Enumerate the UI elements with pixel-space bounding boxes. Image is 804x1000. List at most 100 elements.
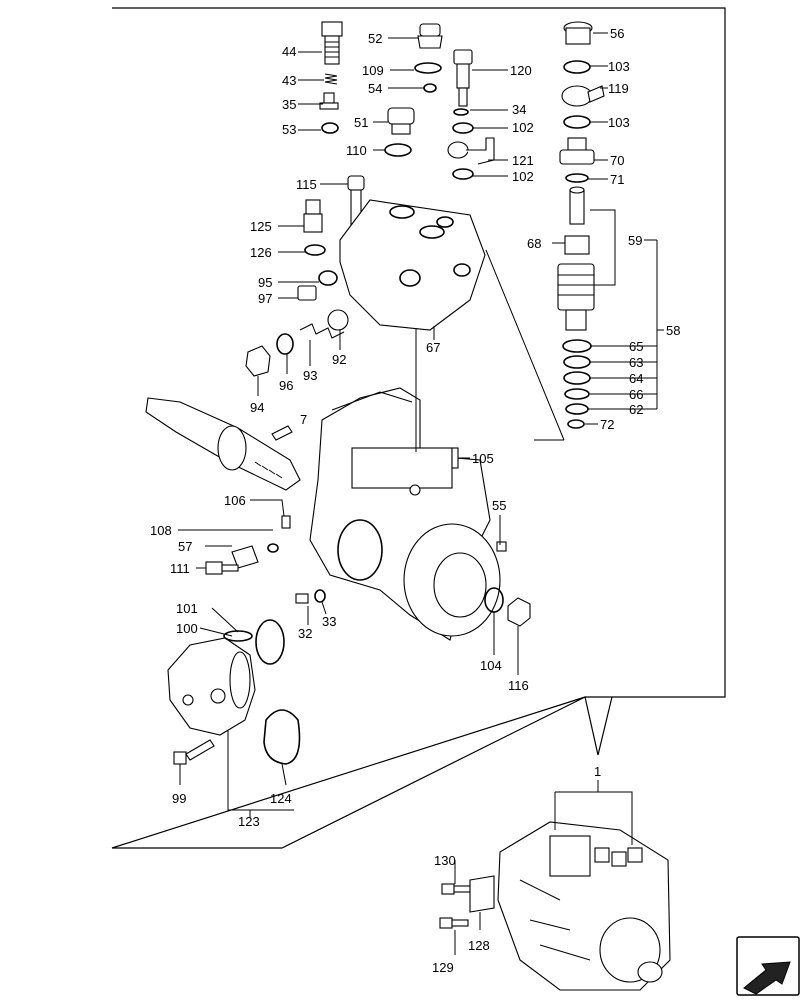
part-32-screw: [295, 593, 309, 604]
part-92-sleeve: [327, 309, 349, 331]
leader-lines: [178, 32, 664, 955]
callout-56: 56: [610, 26, 624, 41]
callout-108: 108: [150, 523, 172, 538]
callout-103a: 103: [608, 59, 630, 74]
callout-116: 116: [508, 678, 529, 693]
part-66-ring: [564, 388, 590, 400]
part-plunger-barrel: [557, 263, 595, 331]
part-109-oring: [414, 62, 442, 74]
part-102-washer-bottom: [452, 168, 474, 180]
callout-72: 72: [600, 417, 614, 432]
part-71-oring: [565, 173, 589, 183]
part-pump-housing: [309, 387, 501, 641]
part-124-gasket: [263, 709, 301, 765]
callout-106: 106: [224, 493, 246, 508]
callout-34: 34: [512, 102, 526, 117]
callout-93: 93: [303, 368, 317, 383]
callout-57: 57: [178, 539, 192, 554]
callout-124: 124: [270, 791, 292, 806]
callout-102a: 102: [512, 120, 534, 135]
callout-70: 70: [610, 153, 624, 168]
callout-103b: 103: [608, 115, 630, 130]
part-95-washer: [318, 270, 338, 286]
callout-62: 62: [629, 402, 643, 417]
callout-67: 67: [426, 340, 440, 355]
callout-120: 120: [510, 63, 532, 78]
part-drive-shaft: [145, 397, 301, 491]
callout-71: 71: [610, 172, 624, 187]
part-96-gasket: [276, 333, 294, 355]
callout-128: 128: [468, 938, 490, 953]
part-129-bolt: [439, 917, 469, 929]
callout-35: 35: [282, 97, 296, 112]
callout-55: 55: [492, 498, 506, 513]
callout-44: 44: [282, 44, 296, 59]
part-126-washer: [304, 244, 326, 256]
callout-59: 59: [628, 233, 642, 248]
part-33-washer: [314, 589, 326, 603]
callout-121: 121: [512, 153, 534, 168]
callout-63: 63: [629, 355, 643, 370]
part-101-oring: [255, 619, 285, 665]
next-page-arrow-icon: [743, 961, 791, 995]
part-52-plug: [417, 23, 443, 49]
callout-115: 115: [296, 177, 317, 192]
part-53-washer: [321, 122, 339, 134]
part-59-delivery-valve: [569, 186, 585, 225]
callout-53: 53: [282, 122, 296, 137]
part-feed-pump: [167, 637, 256, 736]
callout-92: 92: [332, 352, 346, 367]
part-119-banjo: [561, 85, 605, 107]
part-72-washer: [567, 419, 585, 429]
callout-54: 54: [368, 81, 382, 96]
next-page-button[interactable]: [736, 936, 800, 996]
part-57-plate: [231, 545, 259, 569]
part-56-plug: [563, 21, 593, 45]
callout-104: 104: [480, 658, 502, 673]
part-94-plug: [245, 345, 271, 377]
callout-32: 32: [298, 626, 312, 641]
part-106-pin: [281, 515, 291, 529]
callout-58: 58: [666, 323, 680, 338]
callout-119: 119: [608, 81, 629, 96]
part-108-oring: [267, 543, 279, 553]
callout-51: 51: [354, 115, 368, 130]
callout-130: 130: [434, 853, 456, 868]
callout-43: 43: [282, 73, 296, 88]
diagram-frame: [111, 7, 726, 849]
callout-101: 101: [176, 601, 198, 616]
part-67-hydraulic-head: [339, 199, 486, 331]
part-93-spring: [299, 323, 345, 339]
part-100-oring: [223, 630, 253, 642]
part-35-valve: [319, 92, 339, 110]
callout-129: 129: [432, 960, 454, 975]
callout-111: 111: [170, 561, 190, 576]
part-120-screw: [453, 49, 473, 107]
part-121-banjo: [447, 137, 495, 165]
part-44-fitting: [321, 21, 343, 65]
part-34-oring: [453, 108, 469, 116]
callout-66: 66: [629, 387, 643, 402]
part-128-bracket: [469, 875, 495, 913]
callout-1: 1: [594, 764, 601, 779]
callout-7: 7: [300, 412, 307, 427]
callout-95: 95: [258, 275, 272, 290]
part-55-plug: [496, 541, 507, 552]
callout-96: 96: [279, 378, 293, 393]
callout-110: 110: [346, 143, 367, 158]
callout-105: 105: [472, 451, 494, 466]
part-125-fitting: [303, 199, 323, 233]
callout-102b: 102: [512, 169, 534, 184]
part-97-plug: [297, 285, 317, 301]
callout-100: 100: [176, 621, 198, 636]
part-116-nut: [507, 597, 531, 627]
callout-97: 97: [258, 291, 272, 306]
part-70-holder: [559, 137, 595, 165]
assembled-pump-view: [497, 821, 671, 991]
part-99-bolt: [173, 739, 215, 765]
callout-109: 109: [362, 63, 384, 78]
callout-94: 94: [250, 400, 264, 415]
part-103-gasket-top: [563, 60, 591, 74]
callout-125: 125: [250, 219, 272, 234]
